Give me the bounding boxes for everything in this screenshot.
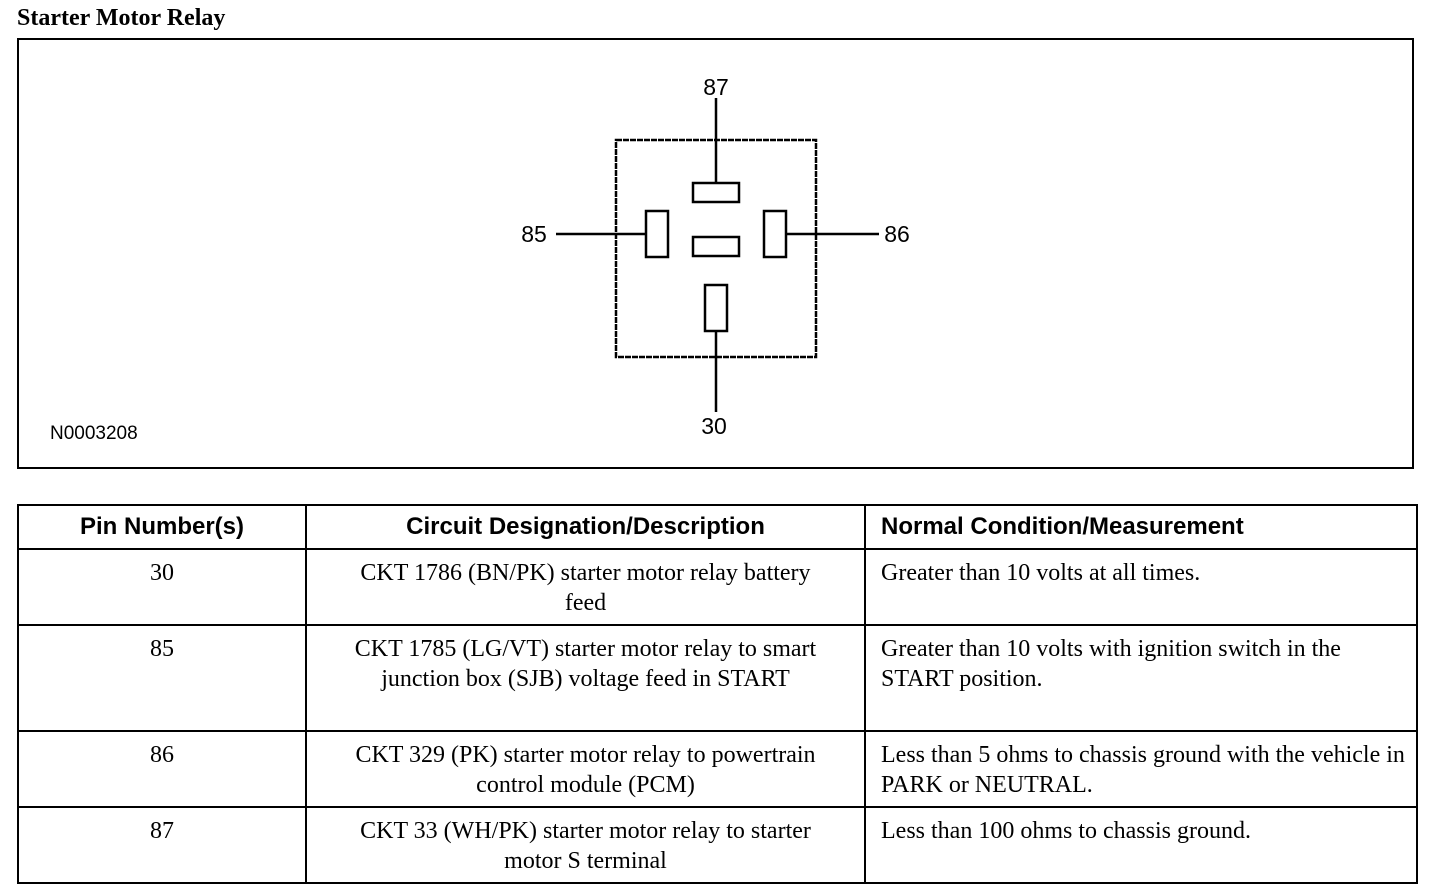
table-header-row: Pin Number(s) Circuit Designation/Descri… — [17, 504, 1418, 550]
cell-pin: 86 — [17, 730, 307, 808]
pin-label-86: 86 — [884, 221, 910, 247]
header-circuit: Circuit Designation/Description — [305, 504, 866, 550]
cell-condition: Greater than 10 volts at all times. — [864, 548, 1418, 626]
page-title: Starter Motor Relay — [17, 5, 226, 31]
cell-circuit: CKT 329 (PK) starter motor relay to powe… — [305, 730, 866, 808]
table-row: 87 CKT 33 (WH/PK) starter motor relay to… — [17, 806, 1418, 884]
cell-condition: Less than 5 ohms to chassis ground with … — [864, 730, 1418, 808]
terminal-86 — [762, 209, 788, 259]
pin-table: Pin Number(s) Circuit Designation/Descri… — [17, 504, 1418, 884]
table-row: 30 CKT 1786 (BN/PK) starter motor relay … — [17, 548, 1418, 626]
cell-pin: 85 — [17, 624, 307, 732]
pin-label-30: 30 — [701, 413, 727, 439]
cell-circuit: CKT 33 (WH/PK) starter motor relay to st… — [305, 806, 866, 884]
cell-condition: Less than 100 ohms to chassis ground. — [864, 806, 1418, 884]
figure-id: N0003208 — [50, 423, 138, 444]
cell-pin: 30 — [17, 548, 307, 626]
table-row: 86 CKT 329 (PK) starter motor relay to p… — [17, 730, 1418, 808]
table-row: 85 CKT 1785 (LG/VT) starter motor relay … — [17, 624, 1418, 732]
relay-connector-drawing — [556, 98, 879, 412]
pin-label-85: 85 — [521, 221, 547, 247]
terminal-center — [691, 235, 741, 258]
cell-condition: Greater than 10 volts with ignition swit… — [864, 624, 1418, 732]
terminal-87 — [691, 181, 741, 204]
relay-diagram: 87 85 86 30 N0003208 — [17, 38, 1414, 469]
cell-pin: 87 — [17, 806, 307, 884]
terminal-85 — [644, 209, 670, 259]
pin-label-87: 87 — [703, 74, 729, 100]
cell-circuit: CKT 1786 (BN/PK) starter motor relay bat… — [305, 548, 866, 626]
terminal-30 — [703, 283, 729, 333]
cell-circuit: CKT 1785 (LG/VT) starter motor relay to … — [305, 624, 866, 732]
header-condition: Normal Condition/Measurement — [864, 504, 1418, 550]
header-pin-numbers: Pin Number(s) — [17, 504, 307, 550]
